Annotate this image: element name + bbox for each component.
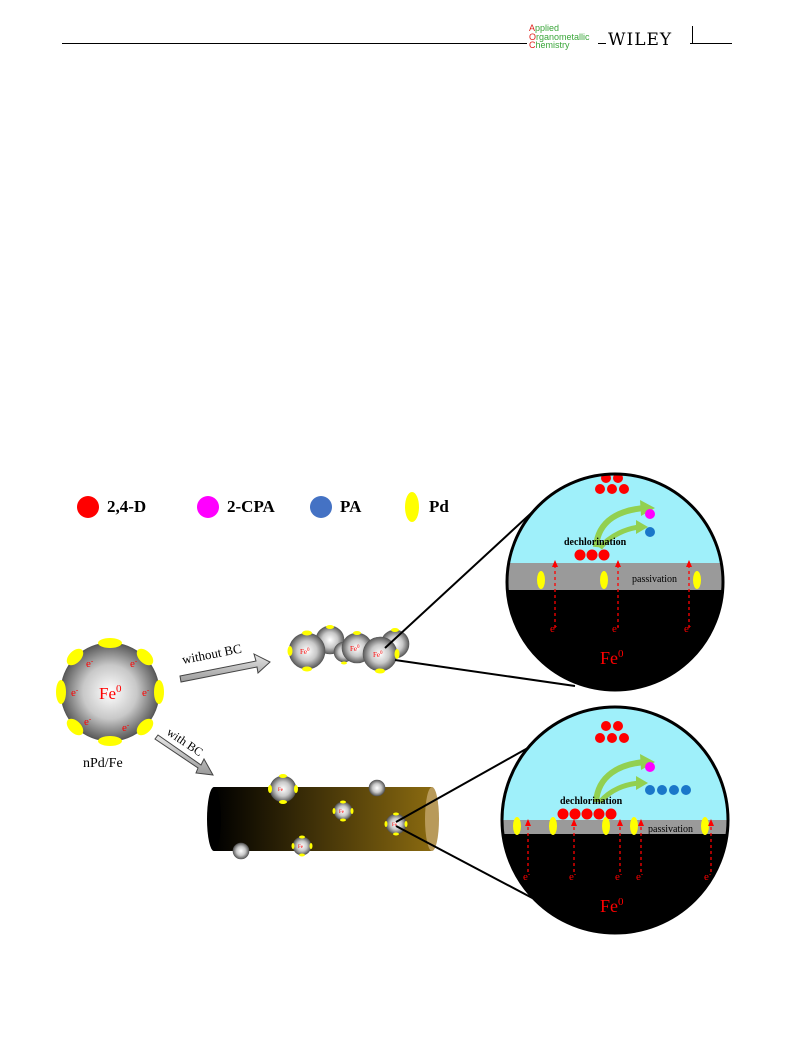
- header-rule-mid: [598, 43, 606, 44]
- pd-patch: [98, 736, 122, 746]
- npd-fe-particle: Fe0 e- e- e- e- e- e-: [56, 638, 164, 746]
- passivation-label-bottom: passivation: [648, 824, 693, 835]
- svg-text:e-: e-: [612, 622, 620, 635]
- svg-text:e-: e-: [130, 657, 138, 670]
- legend-swatch-blue: [310, 496, 332, 519]
- fe0-label: Fe0: [99, 683, 122, 703]
- svg-text:e-: e-: [86, 657, 94, 670]
- svg-text:e-: e-: [523, 870, 531, 883]
- legend-swatch-red: [77, 496, 99, 519]
- svg-text:e-: e-: [704, 870, 712, 883]
- particle-caption: nPd/Fe: [83, 756, 123, 771]
- legend-pa: PA: [310, 496, 361, 519]
- svg-text:Fe0: Fe0: [300, 648, 310, 656]
- zoom-circle-without-bc: e- e- e- Fe0 passivation dechlorination: [505, 472, 725, 692]
- svg-text:e-: e-: [122, 721, 130, 734]
- svg-text:e-: e-: [684, 622, 692, 635]
- biochar-tube: Fe Fe Fe Fe: [207, 774, 439, 860]
- pd-patch: [66, 648, 84, 666]
- pd-patch: [56, 680, 66, 704]
- svg-text:e-: e-: [569, 870, 577, 883]
- svg-text:Fe0: Fe0: [373, 651, 383, 659]
- svg-text:e-: e-: [84, 715, 92, 728]
- svg-text:e-: e-: [636, 870, 644, 883]
- legend-2-4-d: 2,4-D: [77, 496, 146, 519]
- svg-text:Fe: Fe: [392, 823, 398, 828]
- header-tick: [692, 26, 693, 43]
- core-fe0-bottom: Fe0: [600, 896, 624, 916]
- journal-name: Applied Organometallic Chemistry: [529, 23, 590, 50]
- aggregated-particles: Fe0 Fe0 Fe0: [287, 625, 410, 674]
- pd-patch: [154, 680, 164, 704]
- svg-text:e-: e-: [550, 622, 558, 635]
- svg-text:Fe0: Fe0: [350, 645, 360, 653]
- publisher-logo: WILEY: [608, 30, 673, 50]
- svg-text:e-: e-: [142, 686, 150, 699]
- legend-pd: Pd: [405, 492, 449, 522]
- dechlorination-label: dechlorination: [564, 537, 627, 548]
- passivation-label: passivation: [632, 574, 677, 585]
- header-rule-right: [690, 43, 732, 44]
- dechlorination-label-bottom: dechlorination: [560, 796, 623, 807]
- arrow-with-bc: with BC: [154, 725, 214, 776]
- svg-text:Fe: Fe: [278, 788, 284, 793]
- electron-labels: e- e- e- e- e- e-: [71, 657, 150, 734]
- pd-patch: [136, 718, 154, 736]
- legend-swatch-magenta: [197, 496, 219, 519]
- svg-text:Fe: Fe: [339, 810, 345, 815]
- svg-text:Fe: Fe: [298, 845, 304, 850]
- header-rule-left: [62, 43, 527, 44]
- pd-patch: [98, 638, 122, 648]
- legend-swatch-yellow: [405, 492, 419, 522]
- svg-text:without BC: without BC: [181, 641, 243, 667]
- pd-patch: [136, 648, 154, 666]
- legend-2-cpa: 2-CPA: [197, 496, 275, 519]
- zoom-circle-with-bc: e- e- e- e- e- Fe0 passivation dechlorin…: [500, 705, 730, 935]
- core-fe0-top: Fe0: [600, 648, 624, 668]
- svg-text:e-: e-: [615, 870, 623, 883]
- pd-patch: [66, 718, 84, 736]
- svg-text:e-: e-: [71, 686, 79, 699]
- arrow-without-bc: without BC: [179, 641, 271, 683]
